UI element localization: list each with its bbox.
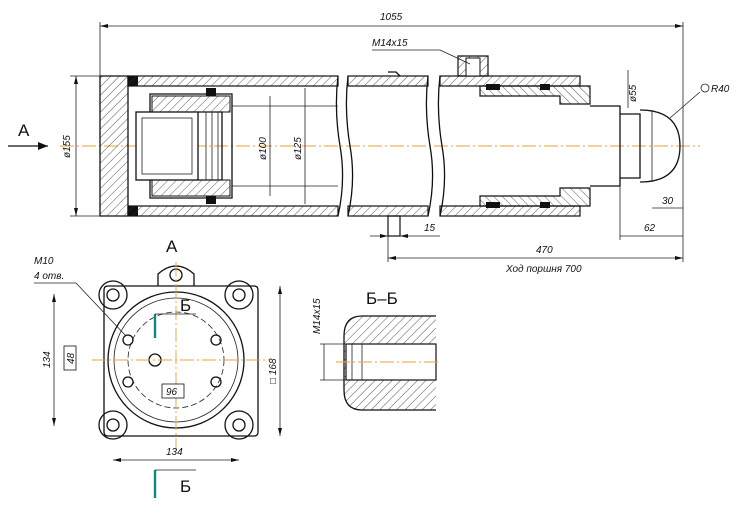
mount-lug [387, 215, 401, 237]
dim-55-text: ø55 [628, 84, 639, 102]
piston-seal-bottom [206, 196, 216, 204]
m10-holes-text: 4 отв. [34, 271, 64, 282]
gland-seal-1 [486, 84, 500, 90]
mount-lug-top [388, 71, 401, 77]
dim-155-text: ø155 [62, 135, 73, 158]
dim-134v-text: 134 [42, 351, 53, 368]
flange-ear-bl [98, 410, 128, 440]
flange-hole-tl [106, 288, 120, 302]
piston-hatch [151, 95, 231, 197]
piston-rod [590, 105, 621, 187]
break-line-2 [345, 75, 354, 217]
barrel-wall-top-1 [127, 75, 339, 87]
port-leader [439, 49, 471, 65]
port-bore [465, 57, 481, 77]
dim-168-text: □ 168 [268, 358, 279, 384]
gland-seal-3 [540, 84, 550, 90]
r40-symbol [700, 83, 710, 93]
m10-hole-2 [210, 334, 222, 346]
dim-125-text: ø125 [293, 137, 304, 160]
view-a-arrowhead [38, 142, 48, 150]
view-a-arrow-label: A [18, 121, 30, 140]
flange-ear-tr [224, 280, 254, 310]
dim-15-text: 15 [424, 223, 436, 234]
gland-seal-2 [486, 202, 500, 208]
flange-hole-tr [232, 288, 246, 302]
barrel-wall-top-2 [347, 75, 429, 87]
dim-470-text: 470 [536, 245, 553, 256]
flange-hole-bl [106, 418, 120, 432]
rod-end-ball [639, 109, 681, 183]
break-line-1 [335, 75, 344, 217]
section-label-top: Б [180, 296, 191, 315]
rod-end-neck [620, 113, 641, 179]
break-line-3 [425, 75, 434, 217]
piston-threads [205, 112, 219, 180]
dim-48-box [63, 345, 77, 371]
flange-ear-br [224, 410, 254, 440]
dim-62-text: 62 [644, 223, 656, 234]
piston-nut-inner [141, 117, 193, 175]
gland-bottom [479, 187, 591, 207]
dim-30-text: 30 [662, 196, 674, 207]
m10-hole-4 [210, 376, 222, 388]
break-line-4 [437, 75, 446, 217]
m10-text: M10 [34, 256, 54, 267]
dim-overall-text: 1055 [380, 12, 403, 23]
section-thread-text: M14x15 [312, 298, 323, 334]
dim-96-text: 96 [166, 387, 178, 398]
piston-boss [198, 111, 223, 181]
dim-48-text: 48 [66, 352, 77, 364]
section-title: Б–Б [366, 289, 398, 308]
view-a-title: A [166, 237, 178, 256]
dim-port-thread-text: M14x15 [372, 38, 408, 49]
flange-hole-br [232, 418, 246, 432]
barrel-wall-bottom-3 [439, 205, 581, 217]
dim-134h-text: 134 [166, 447, 183, 458]
gland-top [479, 85, 591, 105]
section-label-bottom: Б [180, 477, 191, 496]
dim-96-box [161, 383, 185, 399]
barrel-wall-bottom-1 [127, 205, 339, 217]
piston-seal-top [206, 88, 216, 96]
stroke-note-text: Ход поршня 700 [505, 264, 582, 275]
m10-hole-1 [122, 334, 134, 346]
gland-seal-4 [540, 202, 550, 208]
m10-leader [75, 282, 127, 337]
flange-ear-tl [98, 280, 128, 310]
dim-100-text: ø100 [258, 137, 269, 160]
dim-15-arrows [380, 234, 408, 238]
flange-view-a: A Б Б M10 4 [34, 237, 282, 498]
flange-outline [103, 285, 259, 437]
side-view-dimensions: 1055 ø155 ø100 ø125 M14x15 ø55 R40 15 47… [8, 12, 730, 275]
piston-nut [135, 111, 199, 181]
dim-r40-text: R40 [711, 84, 730, 95]
m10-hole-3 [122, 376, 134, 388]
r40-leader [669, 91, 701, 119]
cylinder-side-view [60, 55, 700, 237]
barrel-wall-top-3 [439, 75, 581, 87]
barrel-wall-bottom-2 [347, 205, 429, 217]
rear-cap [99, 75, 129, 217]
section-b-b: Б–Б M14x15 [312, 289, 440, 411]
